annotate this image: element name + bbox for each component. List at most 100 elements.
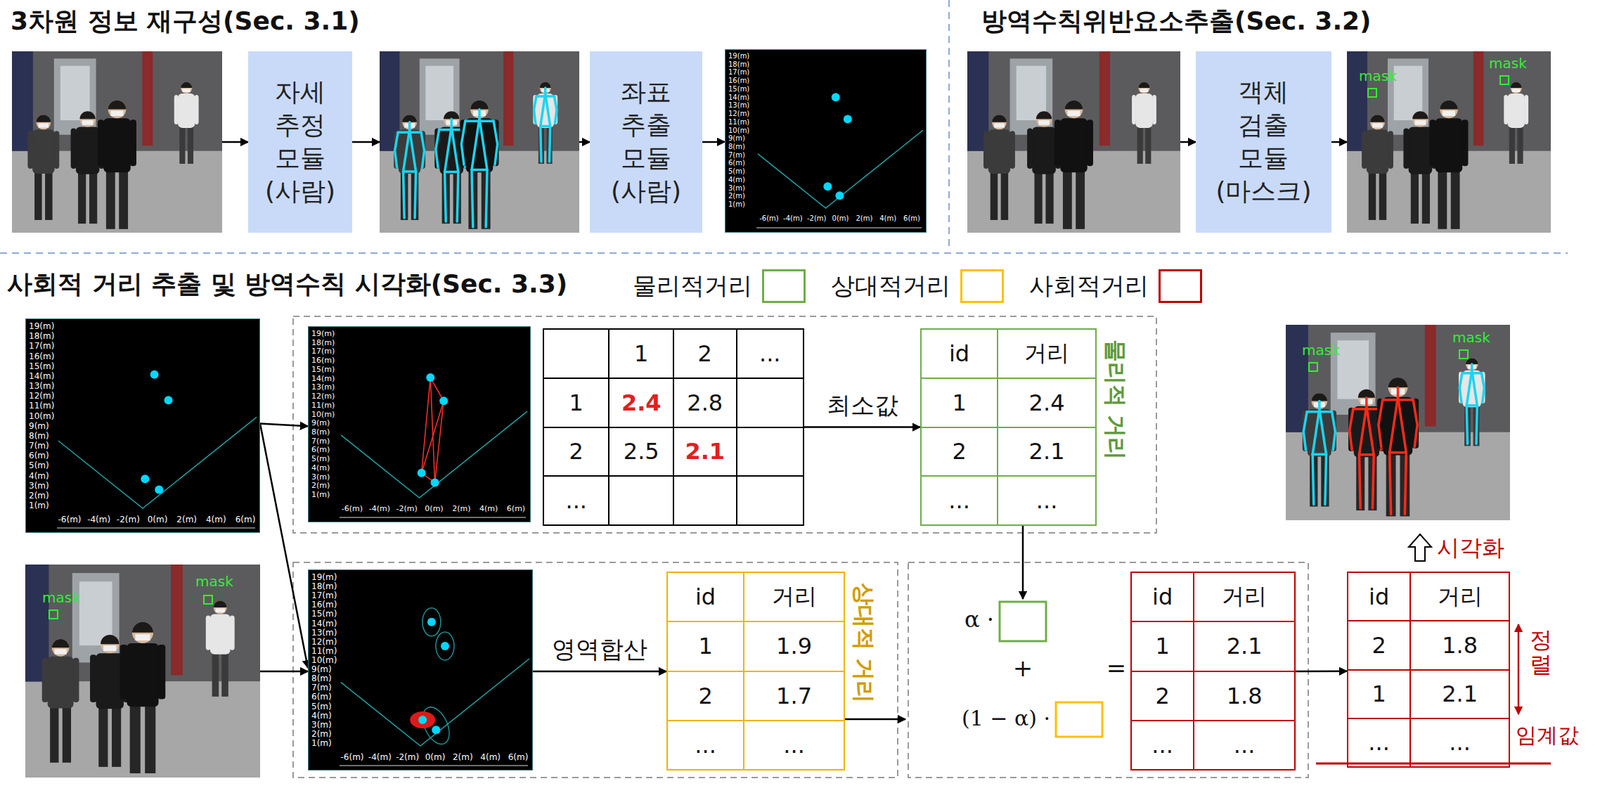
face-mask [54, 648, 67, 654]
person-torso [177, 93, 195, 128]
area-ellipse [422, 608, 441, 637]
y-axis-label: 12(m) [311, 392, 335, 400]
person-arm [1458, 371, 1463, 404]
person-leg [179, 125, 185, 164]
pose-skeleton [553, 96, 557, 124]
view-cone [757, 130, 924, 209]
pose-skeleton [540, 126, 542, 162]
y-axis-label: 14(m) [311, 619, 337, 628]
photo-background [1473, 51, 1485, 146]
table-cell-text: 2.1 [1194, 622, 1295, 670]
person-head [539, 82, 552, 94]
table-cell [737, 378, 805, 429]
y-axis-label: 6(m) [311, 692, 332, 701]
pose-skeleton [1319, 409, 1327, 455]
pose-skeleton [435, 130, 440, 169]
person-leg [481, 168, 491, 230]
plot-drawing [725, 49, 926, 232]
connector [702, 141, 725, 144]
person-dot [154, 485, 164, 494]
table-cell [609, 476, 675, 526]
person-hair [1358, 389, 1376, 398]
table-title: 물리적 거리 [1102, 339, 1129, 460]
pose-skeleton [1389, 451, 1407, 455]
pose-skeleton [485, 170, 488, 228]
table-cell-text: 1 [544, 378, 609, 427]
connector [1295, 669, 1347, 673]
y-axis-label: 8(m) [311, 428, 330, 436]
person-arm [1361, 130, 1367, 169]
pose-skeleton [395, 132, 398, 168]
pose-skeleton [403, 171, 405, 218]
person-arm [460, 119, 467, 166]
person-torso [32, 129, 55, 174]
person-head [180, 82, 192, 94]
face-mask [103, 645, 116, 651]
person-dot [440, 641, 450, 651]
person-leg [1473, 404, 1480, 447]
person-leg [1509, 125, 1515, 164]
person-hair [991, 114, 1007, 122]
legend-text: 상대적거리 [830, 269, 951, 303]
axis-line [56, 527, 256, 529]
person-hair [1036, 111, 1052, 119]
person-arm [120, 644, 128, 699]
table-cell-text: id [921, 329, 997, 378]
mask-tag: mask [1488, 54, 1527, 72]
y-axis-label: 10(m) [311, 410, 335, 419]
y-axis-label: 7(m) [28, 441, 50, 450]
photo-background [419, 58, 460, 135]
table-cell-text: ... [744, 721, 844, 770]
dashed-region [293, 316, 1157, 533]
face-mask [1140, 88, 1148, 93]
x-axis-label: 2(m) [176, 515, 197, 524]
y-axis-label: 14(m) [28, 371, 55, 381]
photo-background [503, 51, 514, 146]
person-hair [79, 111, 95, 119]
y-axis-label: 13(m) [311, 383, 335, 391]
person-arm [97, 119, 105, 166]
y-axis-label: 13(m) [28, 381, 55, 391]
process-box: 자세 추정 모듈 (사람) [248, 51, 353, 233]
person-hair [35, 114, 51, 122]
person-leg [1356, 453, 1365, 511]
y-axis-label: 14(m) [311, 374, 335, 383]
dashed-region [293, 562, 898, 778]
y-axis-label: 9(m) [28, 421, 50, 431]
axis-line [339, 517, 526, 519]
person-head [100, 634, 119, 654]
person-leg [1034, 170, 1042, 225]
person-leg [1001, 170, 1009, 221]
x-axis-label: -6(m) [340, 752, 364, 762]
person-leg [1517, 125, 1523, 164]
x-axis-label: 4(m) [479, 504, 498, 513]
pose-skeleton [1466, 405, 1468, 445]
mask-box [1500, 75, 1509, 85]
distance-table: id거리12.422.1......물리적 거리 [920, 328, 1097, 526]
photo-background [1099, 51, 1111, 146]
person-head [1138, 82, 1150, 94]
person-torso [1462, 370, 1482, 408]
photo [11, 51, 223, 233]
x-axis-label: 4(m) [879, 215, 897, 223]
person-arm [27, 130, 33, 169]
section-divider [0, 252, 1568, 254]
x-axis-label: -6(m) [759, 215, 779, 223]
person-arm [130, 119, 137, 166]
y-axis-label: 9(m) [311, 665, 332, 674]
pose-skeleton [493, 120, 498, 165]
person-leg [1368, 170, 1376, 221]
table-cell-text: id [667, 572, 744, 621]
person-torso [1366, 129, 1389, 174]
x-axis-label: -2(m) [807, 215, 827, 223]
pose-skeleton [540, 93, 546, 126]
person-dot [140, 474, 150, 483]
connector [260, 423, 308, 427]
y-axis-label: 16(m) [28, 352, 55, 361]
table-cell-text: ... [1348, 719, 1410, 767]
x-axis-label: 4(m) [480, 752, 501, 762]
y-axis-label: 4(m) [28, 471, 50, 481]
table-cell-text: 1 [667, 622, 744, 670]
person-head [1439, 100, 1458, 119]
person-torso [398, 129, 421, 174]
